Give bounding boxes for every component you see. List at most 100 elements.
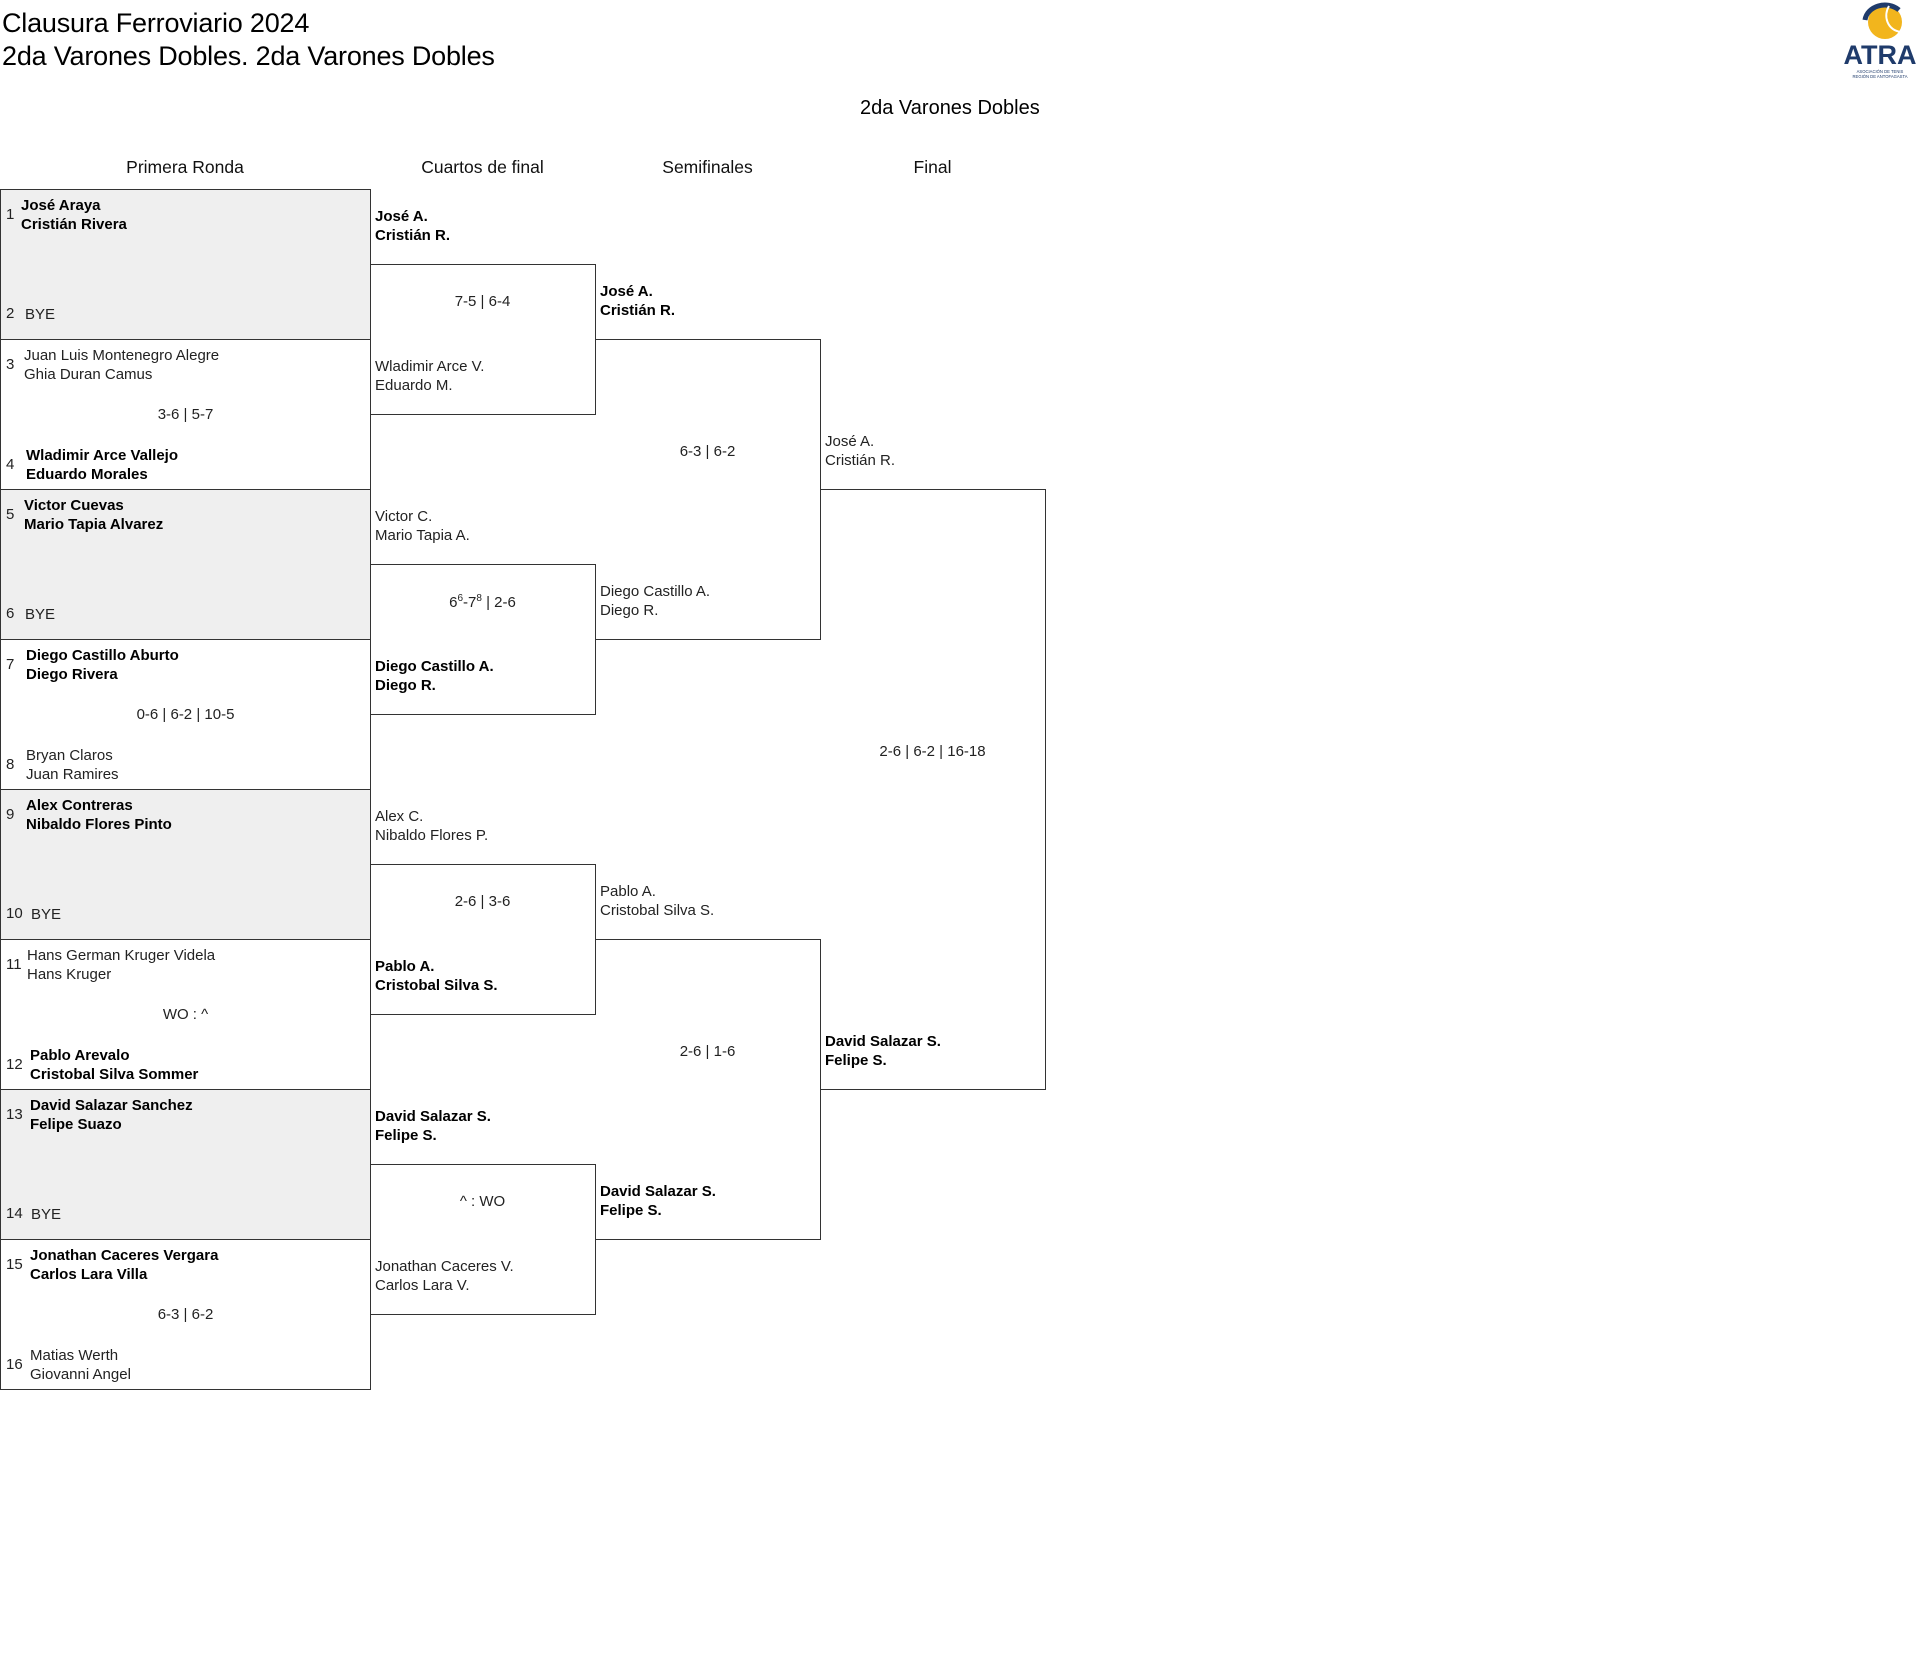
seed-number: 2 bbox=[6, 305, 15, 322]
match-box bbox=[0, 789, 371, 940]
player-name: Wladimir Arce V. bbox=[375, 358, 485, 375]
seed-number: 13 bbox=[6, 1106, 23, 1123]
player-name: Cristobal Silva S. bbox=[600, 902, 715, 919]
player-name: Cristián Rivera bbox=[21, 216, 127, 233]
player-name: Jonathan Caceres V. bbox=[375, 1258, 514, 1275]
team-entry: Victor C.Mario Tapia A. bbox=[375, 507, 470, 545]
player-name: Diego Rivera bbox=[26, 666, 118, 683]
team-entry: David Salazar S. Felipe S. bbox=[600, 1182, 716, 1220]
match-score: 3-6 | 5-7 bbox=[157, 406, 214, 423]
team-entry: Diego Castillo A. Diego R. bbox=[375, 657, 494, 695]
player-name: Felipe Suazo bbox=[30, 1116, 122, 1133]
player-name: Jonathan Caceres Vergara bbox=[30, 1247, 219, 1264]
player-name: Eduardo Morales bbox=[26, 466, 148, 483]
player-name: Diego Castillo Aburto bbox=[26, 647, 179, 664]
team-entry: Alex C. Nibaldo Flores P. bbox=[375, 807, 488, 845]
seed-number: 16 bbox=[6, 1356, 23, 1373]
player-name: David Salazar S. bbox=[825, 1033, 941, 1050]
match-score: 2-6 | 1-6 bbox=[679, 1043, 736, 1060]
draw-subtitle: 2da Varones Dobles. 2da Varones Dobles bbox=[2, 41, 495, 71]
player-name: David Salazar S. bbox=[375, 1108, 491, 1125]
seed-number: 8 bbox=[6, 756, 15, 773]
player-name: Cristián R. bbox=[825, 452, 896, 469]
player-name: BYE bbox=[25, 606, 56, 623]
player-name: Bryan Claros bbox=[26, 747, 113, 764]
seed-number: 15 bbox=[6, 1256, 23, 1273]
seed-number: 11 bbox=[6, 956, 22, 973]
player-name: Victor Cuevas bbox=[24, 497, 124, 514]
player-name: Pablo A. bbox=[600, 883, 656, 900]
round-header-final: Final bbox=[913, 157, 952, 177]
player-name: Carlos Lara Villa bbox=[30, 1266, 148, 1283]
seed-number: 5 bbox=[6, 506, 15, 523]
team-entry: Jonathan Caceres V. Carlos Lara V. bbox=[375, 1257, 514, 1295]
player-name: Hans Kruger bbox=[27, 966, 112, 983]
match-score: 7-5 | 6-4 bbox=[454, 293, 511, 310]
team-entry: José A.Cristián R. bbox=[600, 282, 675, 320]
team-entry: BYE bbox=[25, 305, 55, 324]
draw-name-heading: 2da Varones Dobles bbox=[860, 97, 1040, 119]
match-score: ^ : WO bbox=[459, 1193, 506, 1210]
seed-number: 10 bbox=[6, 905, 23, 922]
tournament-title: Clausura Ferroviario 2024 bbox=[2, 8, 310, 38]
player-name: Carlos Lara V. bbox=[375, 1277, 470, 1294]
match-score: 2-6 | 3-6 bbox=[454, 893, 511, 910]
player-name: BYE bbox=[25, 306, 56, 323]
player-name: Felipe S. bbox=[600, 1202, 662, 1219]
player-name: David Salazar Sanchez bbox=[30, 1097, 193, 1114]
bracket-connector bbox=[820, 489, 1046, 1090]
team-entry: José A.Cristián R. bbox=[375, 207, 450, 245]
player-name: Matias Werth bbox=[30, 1347, 119, 1364]
team-entry: BYE bbox=[25, 605, 55, 624]
player-name: Cristobal Silva S. bbox=[375, 977, 498, 994]
round-header-semifinals: Semifinales bbox=[662, 157, 753, 177]
logo-text: ATRA bbox=[1844, 40, 1917, 70]
player-name: Cristián R. bbox=[375, 227, 451, 244]
player-name: José Araya bbox=[21, 197, 101, 214]
seed-number: 7 bbox=[6, 656, 15, 673]
player-name: Alex Contreras bbox=[26, 797, 133, 814]
player-name: Wladimir Arce Vallejo bbox=[26, 447, 178, 464]
team-entry: Wladimir Arce V. Eduardo M. bbox=[375, 357, 484, 395]
player-name: Diego R. bbox=[375, 677, 436, 694]
player-name: Alex C. bbox=[375, 808, 424, 825]
match-score: 6-3 | 6-2 bbox=[679, 443, 736, 460]
player-name: Nibaldo Flores Pinto bbox=[26, 816, 172, 833]
player-name: Victor C. bbox=[375, 508, 433, 525]
team-entry: BYE bbox=[31, 1205, 61, 1224]
player-name: Giovanni Angel bbox=[30, 1366, 131, 1383]
match-box bbox=[0, 189, 371, 340]
team-entry: Diego Castillo A.Diego R. bbox=[600, 582, 710, 620]
match-score: WO : ^ bbox=[162, 1006, 209, 1023]
player-name: Eduardo M. bbox=[375, 377, 453, 394]
svg-text:REGIÓN DE ANTOFAGASTA: REGIÓN DE ANTOFAGASTA bbox=[1853, 74, 1908, 79]
player-name: Cristobal Silva Sommer bbox=[30, 1066, 199, 1083]
round-header-first: Primera Ronda bbox=[126, 157, 244, 177]
team-entry: David Salazar S.Felipe S. bbox=[375, 1107, 491, 1145]
player-name: Hans German Kruger Videla bbox=[27, 947, 216, 964]
atra-logo: ATRA ASOCIACIÓN DE TENIS REGIÓN DE ANTOF… bbox=[1844, 2, 1917, 79]
player-name: Juan Ramires bbox=[26, 766, 119, 783]
player-name: Cristián R. bbox=[600, 302, 676, 319]
player-name: Diego Castillo A. bbox=[600, 583, 711, 600]
match-score: 0-6 | 6-2 | 10-5 bbox=[136, 706, 235, 723]
team-entry: Pablo A. Cristobal Silva S. bbox=[600, 882, 714, 920]
player-name: Pablo Arevalo bbox=[30, 1047, 130, 1064]
seed-number: 3 bbox=[6, 356, 15, 373]
player-name: Nibaldo Flores P. bbox=[375, 827, 489, 844]
player-name: David Salazar S. bbox=[600, 1183, 716, 1200]
player-name: Mario Tapia Alvarez bbox=[24, 516, 164, 533]
seed-number: 6 bbox=[6, 605, 15, 622]
player-name: Diego Castillo A. bbox=[375, 658, 494, 675]
